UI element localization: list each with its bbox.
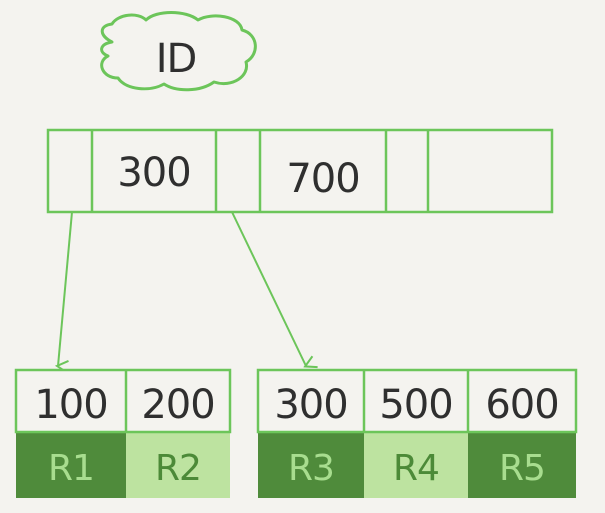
pointer-arrow-left	[58, 211, 73, 366]
leaf-row-cell-dark	[258, 432, 364, 498]
cloud-outline	[100, 11, 257, 92]
leaf-row-cell-light	[364, 432, 468, 498]
leaf-key: 100	[34, 382, 107, 428]
root-node: 300 700	[46, 128, 554, 214]
leaf-row-label: R1	[48, 448, 94, 489]
root-key: 700	[286, 156, 359, 202]
leaf-key: 200	[141, 382, 214, 428]
leaf-row-label: R4	[393, 448, 439, 489]
leaf-node-1: 100 200 R1 R2	[14, 368, 232, 498]
leaf-row-label: R5	[499, 448, 545, 489]
leaf-key: 300	[274, 382, 347, 428]
leaf-keys-border	[14, 368, 232, 434]
pointer-arrow-middle	[231, 211, 306, 366]
leaf-node-2: 300 500 600 R3 R4 R5	[256, 368, 578, 498]
root-key: 300	[117, 150, 190, 196]
leaf-row-cell-dark	[16, 432, 126, 498]
index-title-bubble: ID	[100, 11, 257, 92]
leaf-key: 500	[379, 382, 452, 428]
leaf-key: 600	[485, 382, 558, 428]
leaf-keys-border	[256, 368, 578, 434]
leaf-row-label: R3	[288, 448, 334, 489]
root-node-border	[46, 128, 554, 214]
leaf-row-cell-dark	[468, 432, 576, 498]
leaf-row-label: R2	[155, 448, 201, 489]
index-title: ID	[156, 36, 197, 82]
leaf-row-cell-light	[126, 432, 230, 498]
